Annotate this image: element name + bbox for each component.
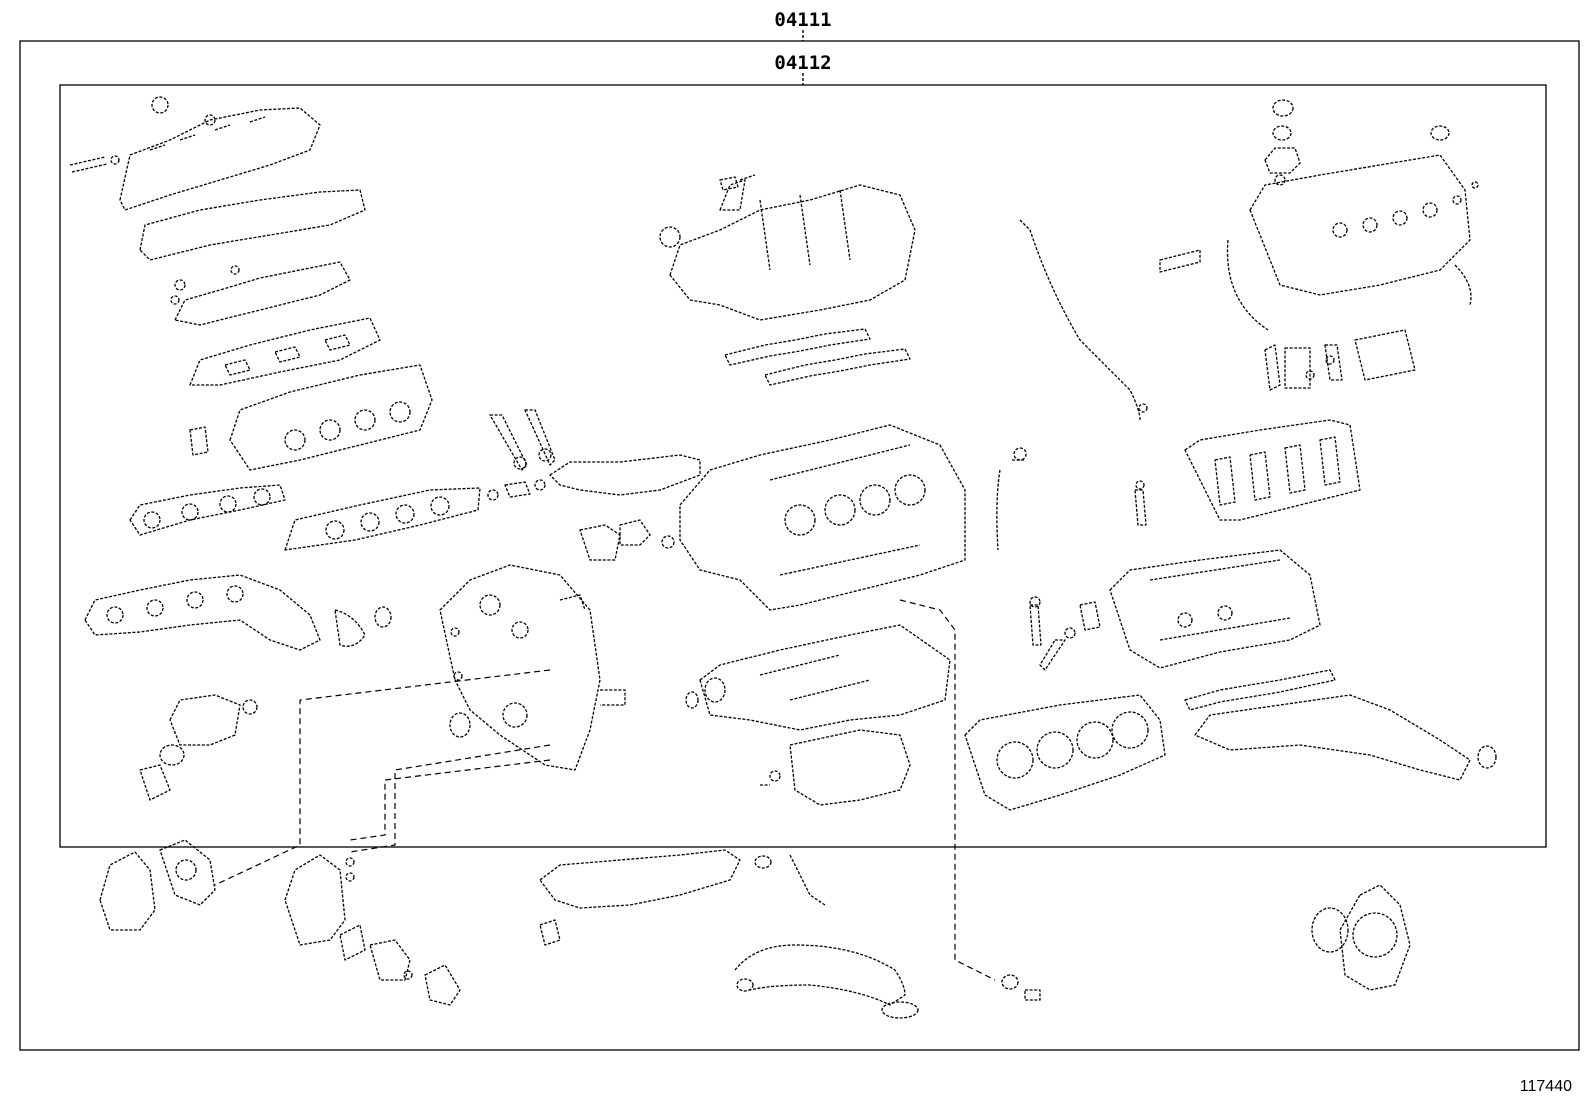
oil-pump bbox=[284, 854, 461, 1006]
oil-pan-upper bbox=[685, 624, 951, 731]
right-cylinder-head bbox=[1109, 549, 1321, 669]
cylinder-block bbox=[679, 424, 966, 611]
right-valves bbox=[1029, 480, 1147, 671]
left-intake-gasket-plate bbox=[189, 317, 381, 386]
figure-number: 117440 bbox=[1520, 1078, 1572, 1095]
left-small-gaskets bbox=[170, 261, 351, 326]
left-thermostat-housing bbox=[139, 694, 258, 801]
intake-gaskets bbox=[724, 328, 911, 386]
valves-and-springs-left bbox=[487, 409, 556, 501]
left-cylinder-head-cover bbox=[69, 96, 321, 211]
left-cylinder-head bbox=[189, 364, 433, 471]
right-oil-filler-cap bbox=[1264, 99, 1450, 186]
inner-kit-box bbox=[59, 84, 1547, 848]
outer-kit-label[interactable]: 04111 bbox=[774, 9, 831, 31]
oil-strainer bbox=[734, 944, 919, 1019]
oil-pan-lower bbox=[760, 729, 911, 806]
drain-plug bbox=[1001, 974, 1041, 1001]
water-pump bbox=[99, 839, 216, 931]
outer-kit-box bbox=[19, 40, 1580, 1051]
right-cylinder-head-cover bbox=[1159, 154, 1479, 331]
rear-oil-seal-retainer bbox=[1311, 884, 1411, 991]
water-outlet-pipe bbox=[549, 454, 701, 561]
water-bypass-pipe bbox=[539, 849, 826, 946]
right-intake-gasket-plate bbox=[1184, 419, 1361, 521]
intake-manifold bbox=[659, 174, 916, 321]
oil-dipstick-guide bbox=[996, 219, 1148, 551]
connection-leaders bbox=[214, 599, 996, 981]
left-head-cover-gasket bbox=[139, 189, 366, 261]
timing-chain-cover bbox=[439, 564, 626, 771]
right-exhaust-manifold bbox=[1184, 669, 1497, 781]
left-exhaust-gasket bbox=[129, 484, 286, 536]
right-head-gasket bbox=[964, 694, 1166, 811]
right-small-gaskets bbox=[1264, 329, 1416, 391]
left-head-gasket bbox=[284, 487, 481, 551]
left-exhaust-manifold bbox=[84, 574, 392, 651]
inner-kit-label[interactable]: 04112 bbox=[774, 52, 831, 74]
